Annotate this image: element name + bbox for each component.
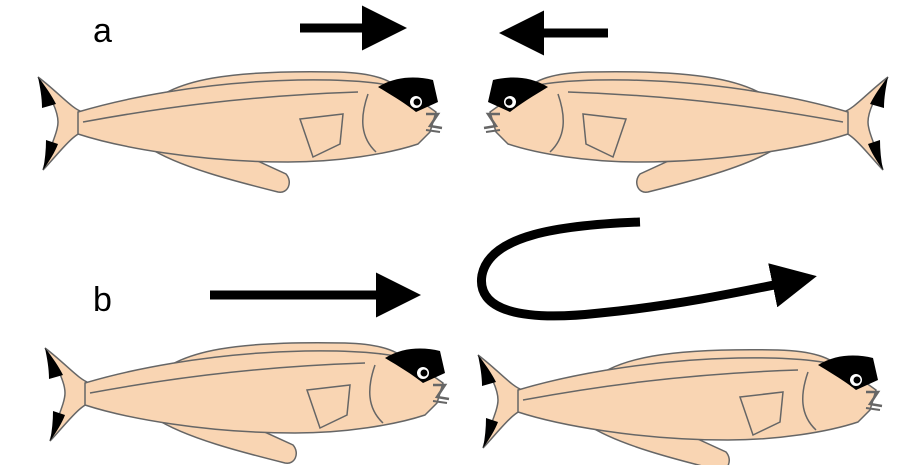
arrow-icon — [481, 222, 808, 316]
fish-icon — [38, 72, 442, 193]
panel-label-a: a — [93, 14, 112, 48]
fish-icon — [484, 72, 888, 193]
fish-icon — [478, 350, 882, 465]
panel-label-b: b — [93, 283, 112, 317]
fish-icon — [45, 343, 449, 464]
